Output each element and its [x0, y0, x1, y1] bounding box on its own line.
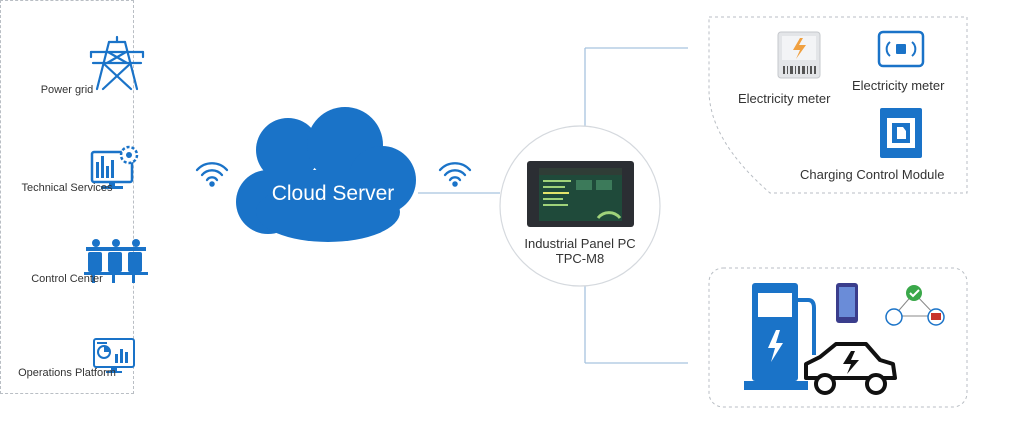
rfid-meter-icon [877, 30, 925, 68]
source-label-control-center: Control Center [31, 273, 103, 285]
smartphone-icon [836, 283, 858, 323]
panel-pc-device [527, 161, 634, 227]
source-label-operations-platform: Operations Platform [18, 367, 116, 379]
panel-pc-label: Industrial Panel PC [524, 236, 636, 251]
control-room-icon [84, 239, 148, 283]
meters-panel [708, 16, 968, 194]
meter-label-2: Electricity meter [852, 78, 945, 93]
power-tower-icon [89, 35, 145, 91]
chip-module-icon [880, 108, 922, 158]
dashboard-screen-icon [93, 338, 135, 373]
monitor-gear-icon [90, 145, 139, 189]
connector-lines [418, 47, 688, 364]
sources-panel: Power grid Technical Services Control Ce… [0, 0, 134, 394]
electric-car-icon [804, 342, 897, 395]
source-label-technical-services: Technical Services [21, 182, 113, 194]
wifi-icon [195, 162, 229, 187]
wifi-icon [438, 162, 472, 187]
electricity-meter-icon [777, 31, 821, 79]
cloud-shape [236, 107, 416, 242]
network-nodes-icon [885, 285, 945, 326]
charging-station-icon [744, 283, 816, 390]
meter-label-1: Electricity meter [738, 91, 831, 106]
charging-module-label: Charging Control Module [800, 167, 945, 182]
cloud-server-label: Cloud Server [271, 182, 395, 205]
charging-panel [708, 267, 968, 408]
source-label-power-grid: Power grid [40, 84, 94, 96]
panel-pc-model: TPC-M8 [555, 251, 605, 266]
